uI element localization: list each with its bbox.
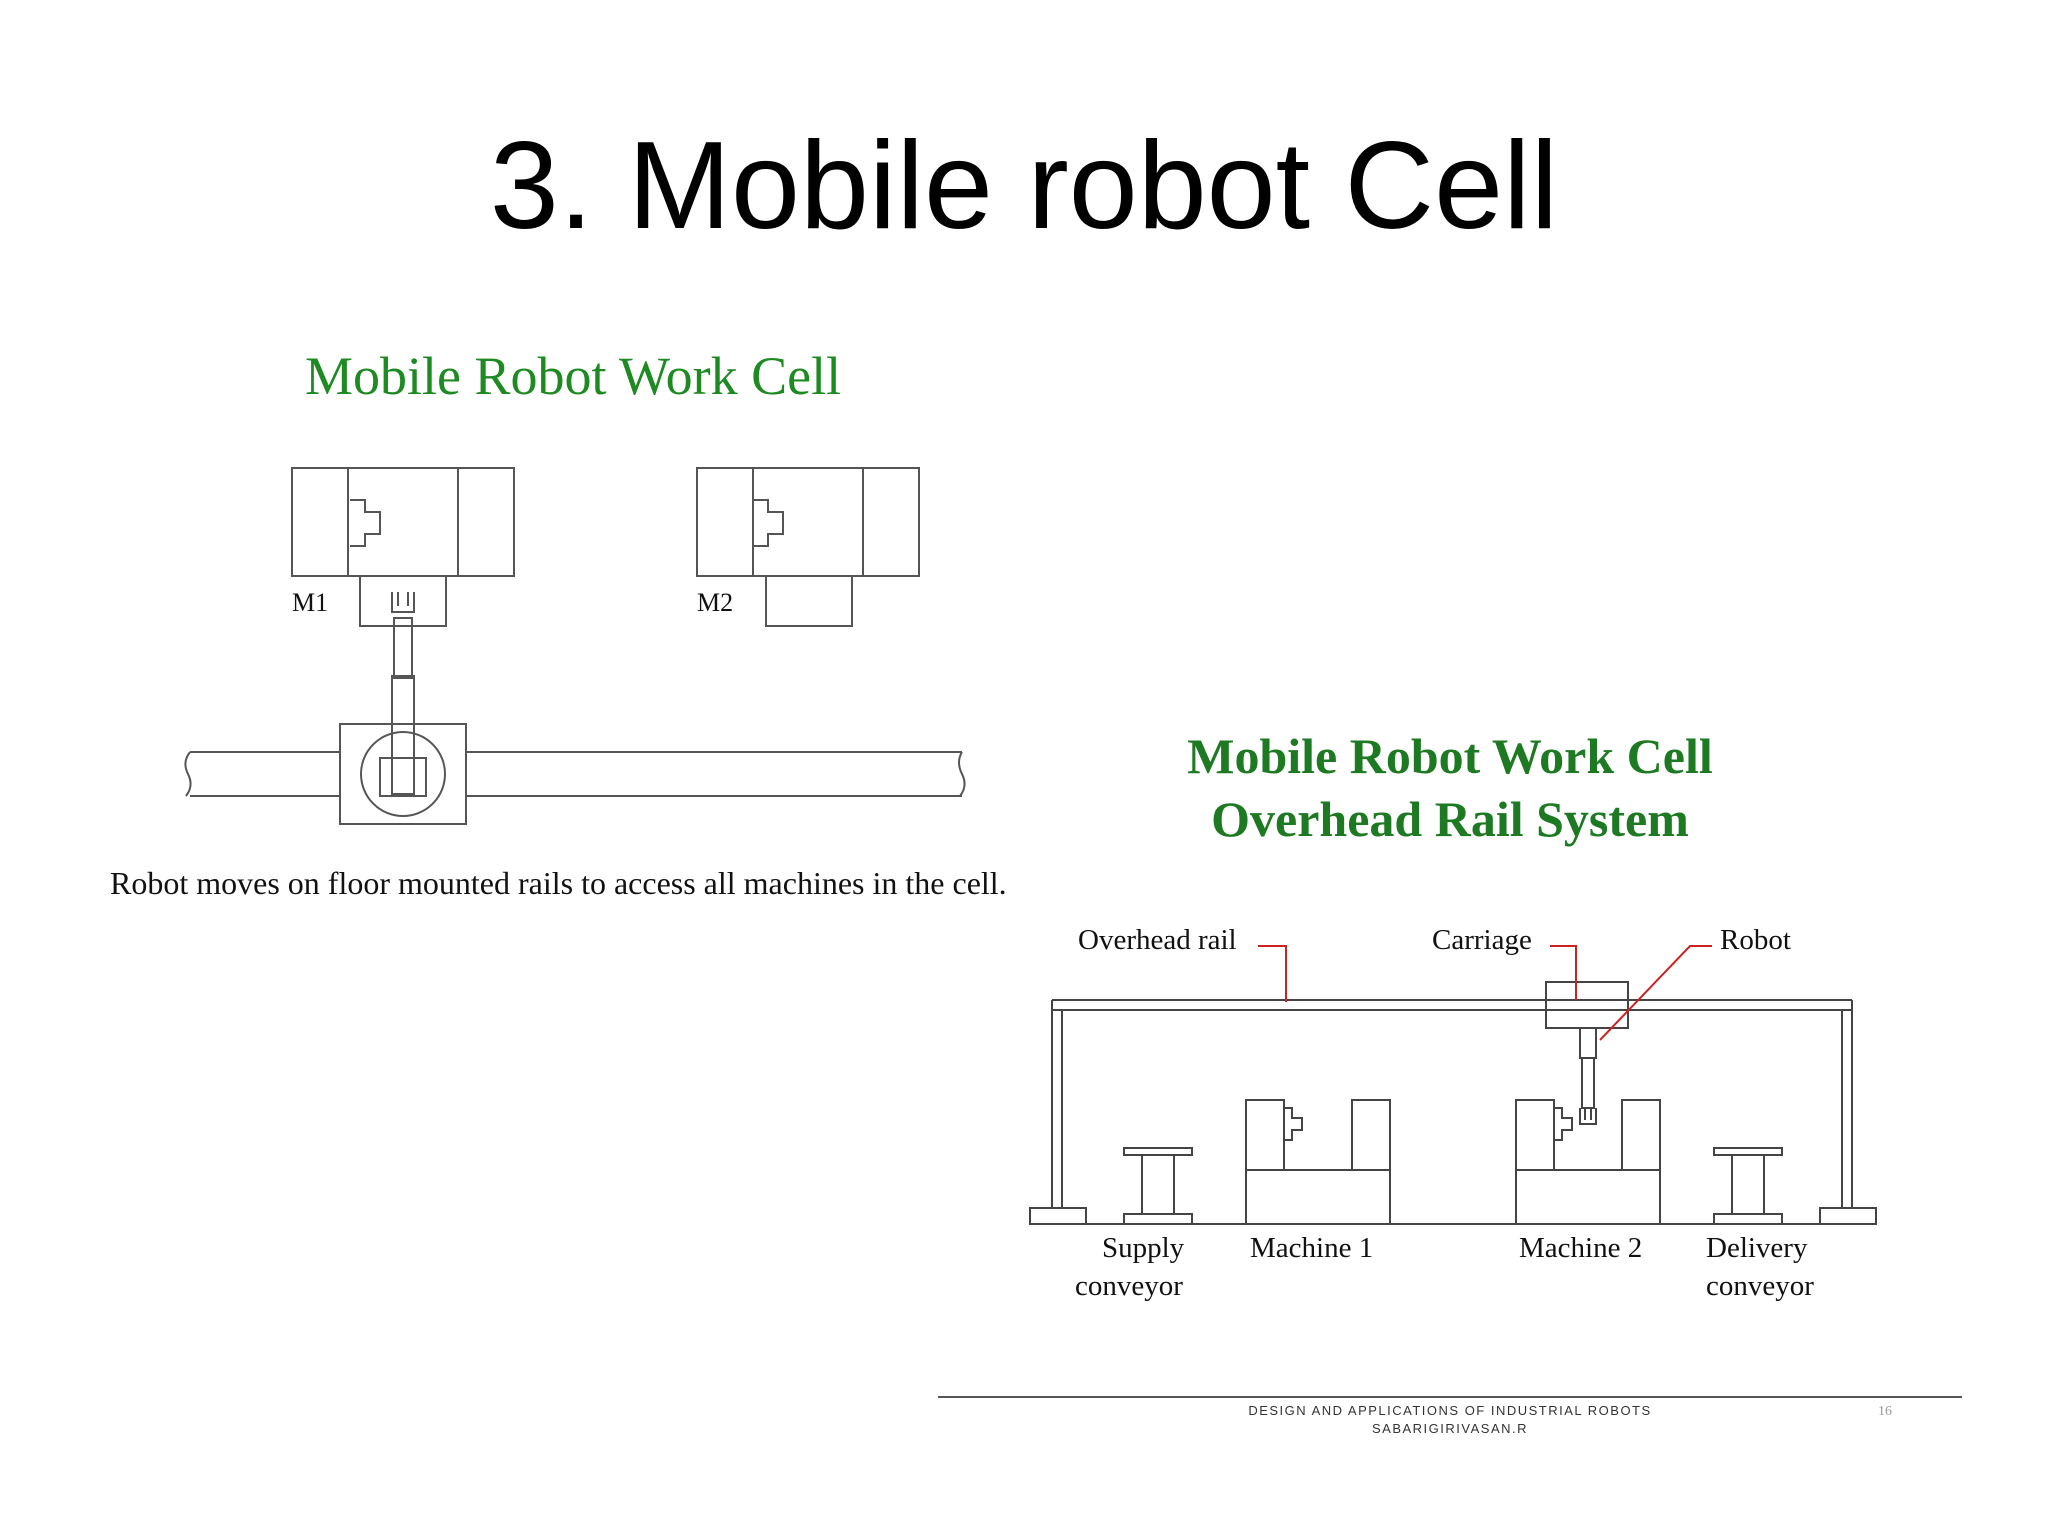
delivery-conveyor-drawing [1713, 1147, 1783, 1225]
callout-overhead-rail: Overhead rail [1078, 924, 1237, 956]
right-diagram [1029, 981, 1877, 1225]
callout-leaders [1258, 945, 1712, 1041]
floor-rail [184, 751, 966, 797]
right-title-line2: Overhead Rail System [1211, 791, 1689, 847]
label-supply-conveyor: conveyor [1075, 1270, 1183, 1302]
label-supply: Supply [1102, 1232, 1185, 1264]
right-title-line1: Mobile Robot Work Cell [1187, 728, 1713, 784]
overhead-rail-leader [1258, 945, 1287, 1002]
floor-robot [339, 592, 467, 825]
footer-line2: SABARIGIRIVASAN.R [1371, 1421, 1528, 1436]
robot-leader [1599, 945, 1712, 1041]
left-diagram-caption: Robot moves on floor mounted rails to ac… [110, 865, 1007, 901]
machine-2-drawing [1515, 1099, 1661, 1225]
label-delivery-conveyor: conveyor [1706, 1270, 1814, 1302]
footer-line1: DESIGN AND APPLICATIONS OF INDUSTRIAL RO… [1248, 1403, 1652, 1418]
machine-1-drawing [1245, 1099, 1391, 1225]
supply-conveyor-drawing [1123, 1147, 1193, 1225]
machine-m2-drawing [696, 467, 920, 627]
label-delivery: Delivery [1706, 1232, 1808, 1264]
label-machine-2: Machine 2 [1519, 1232, 1643, 1264]
machine-label-m2: M2 [697, 588, 734, 617]
footer-note: DESIGN AND APPLICATIONS OF INDUSTRIAL RO… [1150, 1402, 1750, 1438]
right-diagram-title: Mobile Robot Work Cell Overhead Rail Sys… [1080, 725, 1820, 851]
page-number: 16 [1878, 1404, 1892, 1419]
carriage-leader [1550, 945, 1577, 1000]
machine-label-m1: M1 [292, 588, 329, 617]
left-diagram-title: Mobile Robot Work Cell [305, 346, 842, 406]
overhead-rail-drawing [1029, 999, 1877, 1225]
callout-carriage: Carriage [1432, 924, 1532, 956]
overhead-robot [1545, 981, 1629, 1125]
label-machine-1: Machine 1 [1250, 1232, 1374, 1264]
slide-title: 3. Mobile robot Cell [489, 117, 1559, 255]
left-diagram [184, 467, 966, 825]
machine-m1-drawing [291, 467, 515, 627]
callout-robot: Robot [1720, 924, 1791, 956]
